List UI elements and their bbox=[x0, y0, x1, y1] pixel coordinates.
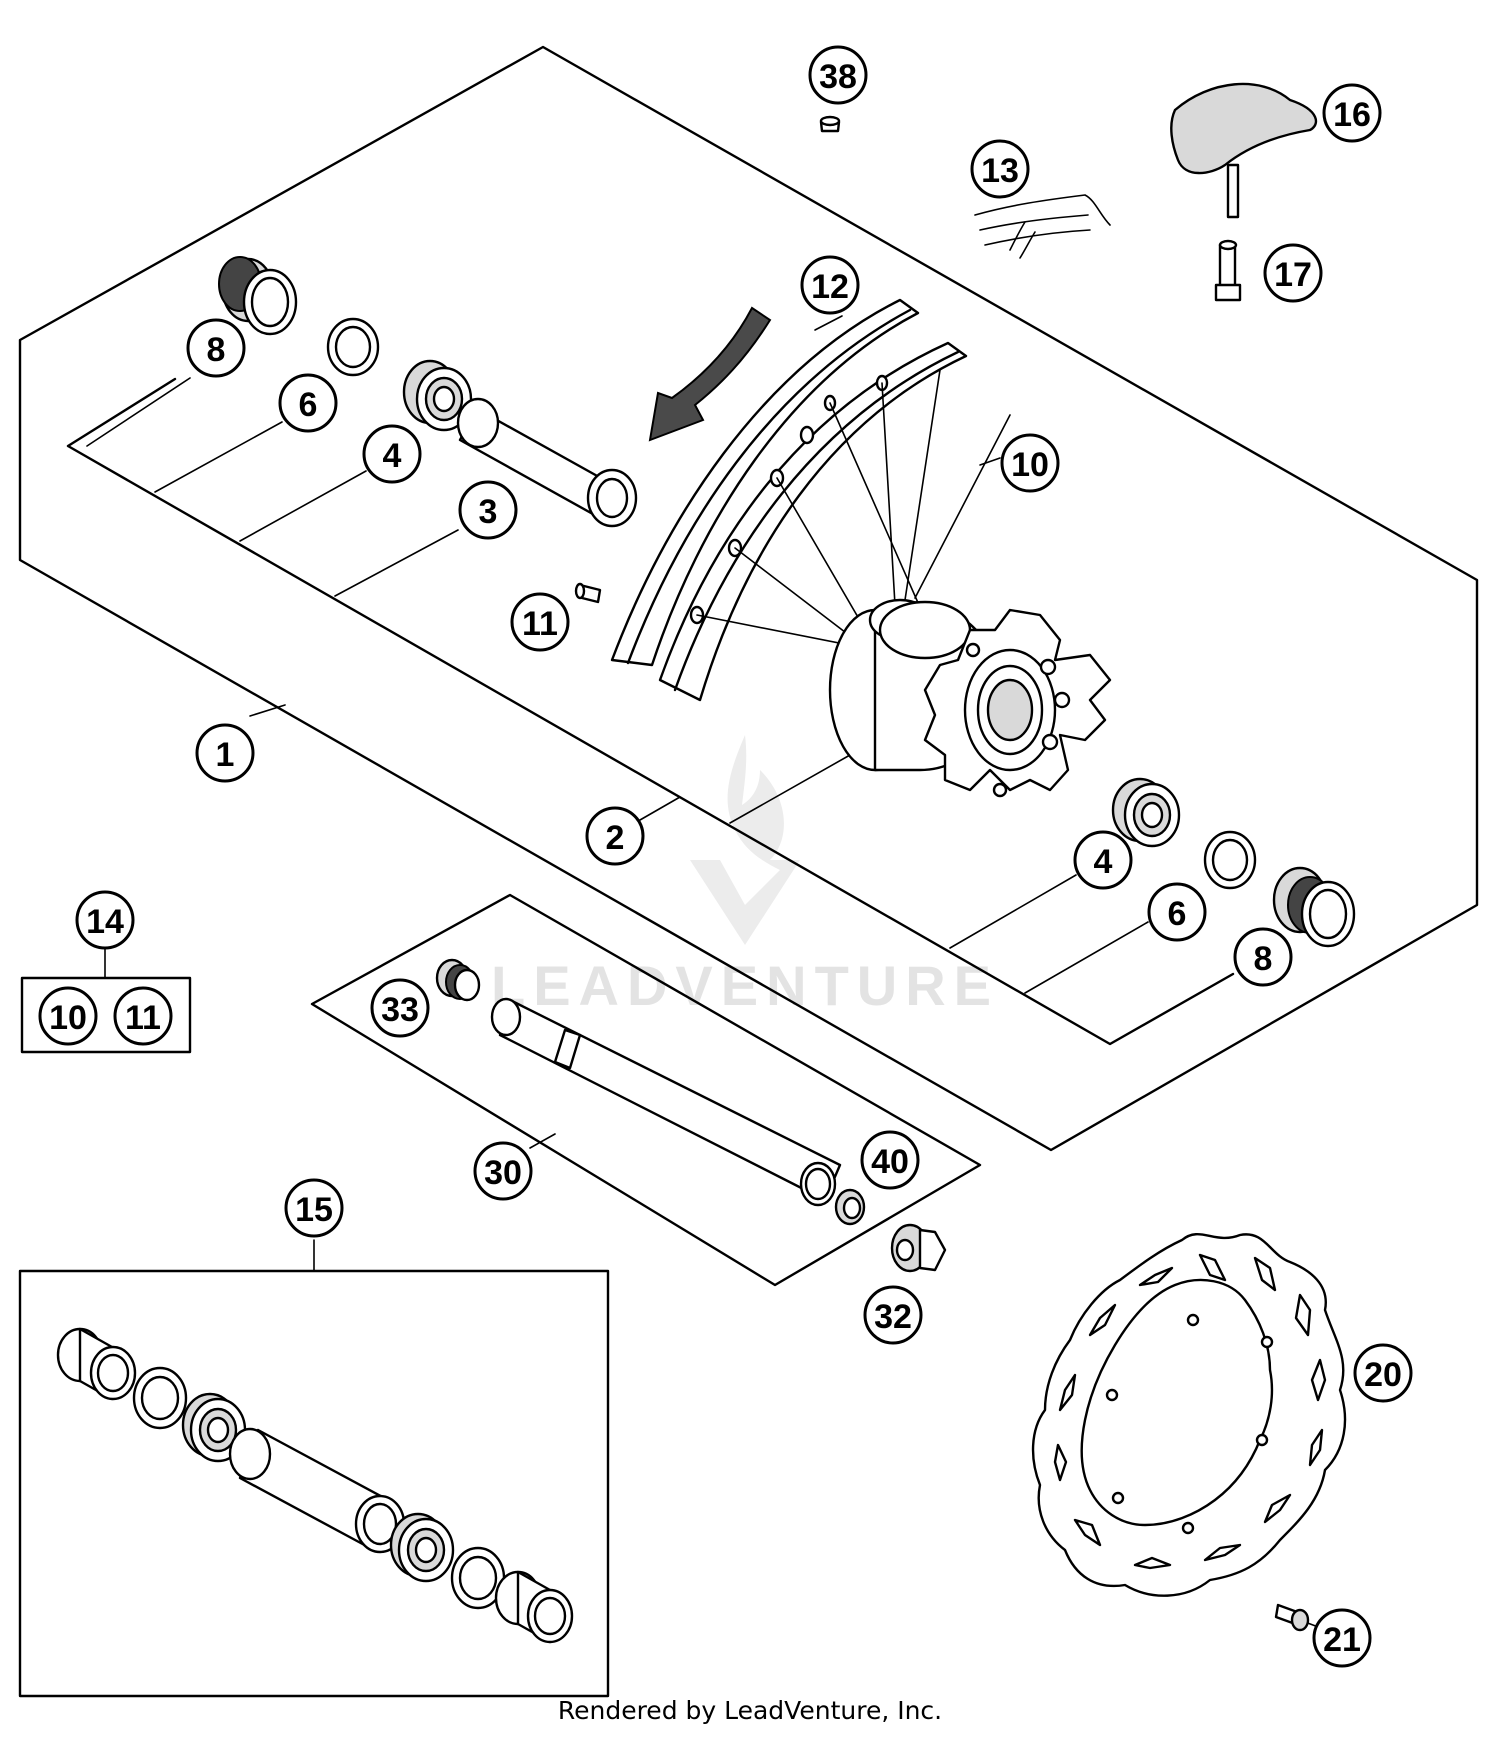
dust-seal-right bbox=[1272, 866, 1356, 948]
svg-text:17: 17 bbox=[1274, 256, 1312, 294]
watermark: LEADVENTURE bbox=[491, 735, 999, 1017]
svg-text:2: 2 bbox=[606, 819, 625, 857]
bearing-right bbox=[1111, 777, 1181, 848]
inner-tube bbox=[1170, 82, 1318, 219]
svg-text:10: 10 bbox=[1011, 446, 1049, 484]
rotation-arrow bbox=[648, 306, 772, 442]
footer-credit: Rendered by LeadVenture, Inc. bbox=[557, 1696, 943, 1725]
spoke-kit-box bbox=[20, 976, 192, 1054]
callout-6-left: 6 bbox=[278, 373, 338, 433]
callout-14: 14 bbox=[75, 890, 135, 950]
svg-text:33: 33 bbox=[381, 991, 419, 1029]
svg-text:16: 16 bbox=[1333, 96, 1371, 134]
svg-text:40: 40 bbox=[871, 1143, 909, 1181]
callout-11: 11 bbox=[510, 592, 570, 652]
screw-32 bbox=[890, 1223, 947, 1273]
bearing-kit-parts bbox=[56, 1327, 574, 1644]
callout-2: 2 bbox=[585, 806, 645, 866]
callout-32: 32 bbox=[863, 1285, 923, 1345]
bearing-kit-box bbox=[18, 1269, 610, 1698]
axle-nut-33 bbox=[435, 958, 481, 1002]
callout-38: 38 bbox=[808, 45, 868, 105]
svg-text:6: 6 bbox=[1168, 895, 1187, 933]
svg-text:3: 3 bbox=[479, 493, 498, 531]
svg-text:6: 6 bbox=[299, 386, 318, 424]
callout-4-left: 4 bbox=[362, 424, 422, 484]
distance-sleeve bbox=[456, 397, 638, 528]
svg-text:20: 20 bbox=[1364, 1356, 1402, 1394]
callout-30: 30 bbox=[473, 1141, 533, 1201]
spoke-nipple bbox=[574, 582, 602, 604]
callout-1: 1 bbox=[195, 723, 255, 783]
svg-text:32: 32 bbox=[874, 1298, 912, 1336]
callout-4-right: 4 bbox=[1073, 830, 1133, 890]
brake-disc bbox=[1031, 1233, 1347, 1597]
callout-17: 17 bbox=[1263, 243, 1323, 303]
spacer-left bbox=[326, 317, 380, 377]
wheel-assembly-outline bbox=[18, 45, 1479, 1152]
callout-14-item-10: 10 bbox=[38, 986, 98, 1046]
svg-text:30: 30 bbox=[484, 1154, 522, 1192]
svg-text:8: 8 bbox=[207, 331, 226, 369]
valve-cap bbox=[819, 115, 841, 133]
dust-seal-left bbox=[218, 256, 298, 336]
rim bbox=[610, 298, 968, 702]
valve-nut bbox=[1214, 239, 1242, 302]
svg-text:15: 15 bbox=[295, 1191, 333, 1229]
callout-33: 33 bbox=[370, 978, 430, 1038]
watermark-text: LEADVENTURE bbox=[491, 954, 999, 1017]
svg-text:21: 21 bbox=[1323, 1621, 1361, 1659]
callout-40: 40 bbox=[860, 1130, 920, 1190]
callout-8-right: 8 bbox=[1233, 927, 1293, 987]
svg-text:11: 11 bbox=[125, 999, 161, 1037]
svg-text:1: 1 bbox=[216, 736, 235, 774]
callout-8-left: 8 bbox=[186, 318, 246, 378]
callout-16: 16 bbox=[1322, 83, 1382, 143]
hub bbox=[828, 598, 1112, 798]
svg-text:10: 10 bbox=[49, 999, 87, 1037]
callout-3: 3 bbox=[458, 480, 518, 540]
rim-band bbox=[974, 194, 1111, 259]
svg-text:38: 38 bbox=[819, 58, 857, 96]
disc-screw bbox=[1274, 1603, 1310, 1632]
spacer-right bbox=[1203, 830, 1257, 890]
svg-text:13: 13 bbox=[981, 152, 1019, 190]
svg-text:12: 12 bbox=[811, 268, 849, 306]
callout-21: 21 bbox=[1312, 1608, 1372, 1668]
callout-15: 15 bbox=[284, 1178, 344, 1238]
callout-10: 10 bbox=[1000, 433, 1060, 493]
svg-text:4: 4 bbox=[383, 437, 402, 475]
axle-kit-outline bbox=[310, 893, 982, 1287]
wheel-spindle bbox=[490, 997, 842, 1207]
bearing-left bbox=[402, 359, 473, 432]
svg-text:4: 4 bbox=[1094, 843, 1113, 881]
svg-text:8: 8 bbox=[1254, 940, 1273, 978]
callout-12: 12 bbox=[800, 255, 860, 315]
callout-14-item-11: 11 bbox=[113, 986, 173, 1046]
callout-13: 13 bbox=[970, 139, 1030, 199]
callout-6-right: 6 bbox=[1147, 882, 1207, 942]
svg-text:14: 14 bbox=[86, 903, 124, 941]
svg-text:11: 11 bbox=[522, 605, 558, 643]
callout-20: 20 bbox=[1353, 1343, 1413, 1403]
screw-40 bbox=[834, 1188, 866, 1226]
